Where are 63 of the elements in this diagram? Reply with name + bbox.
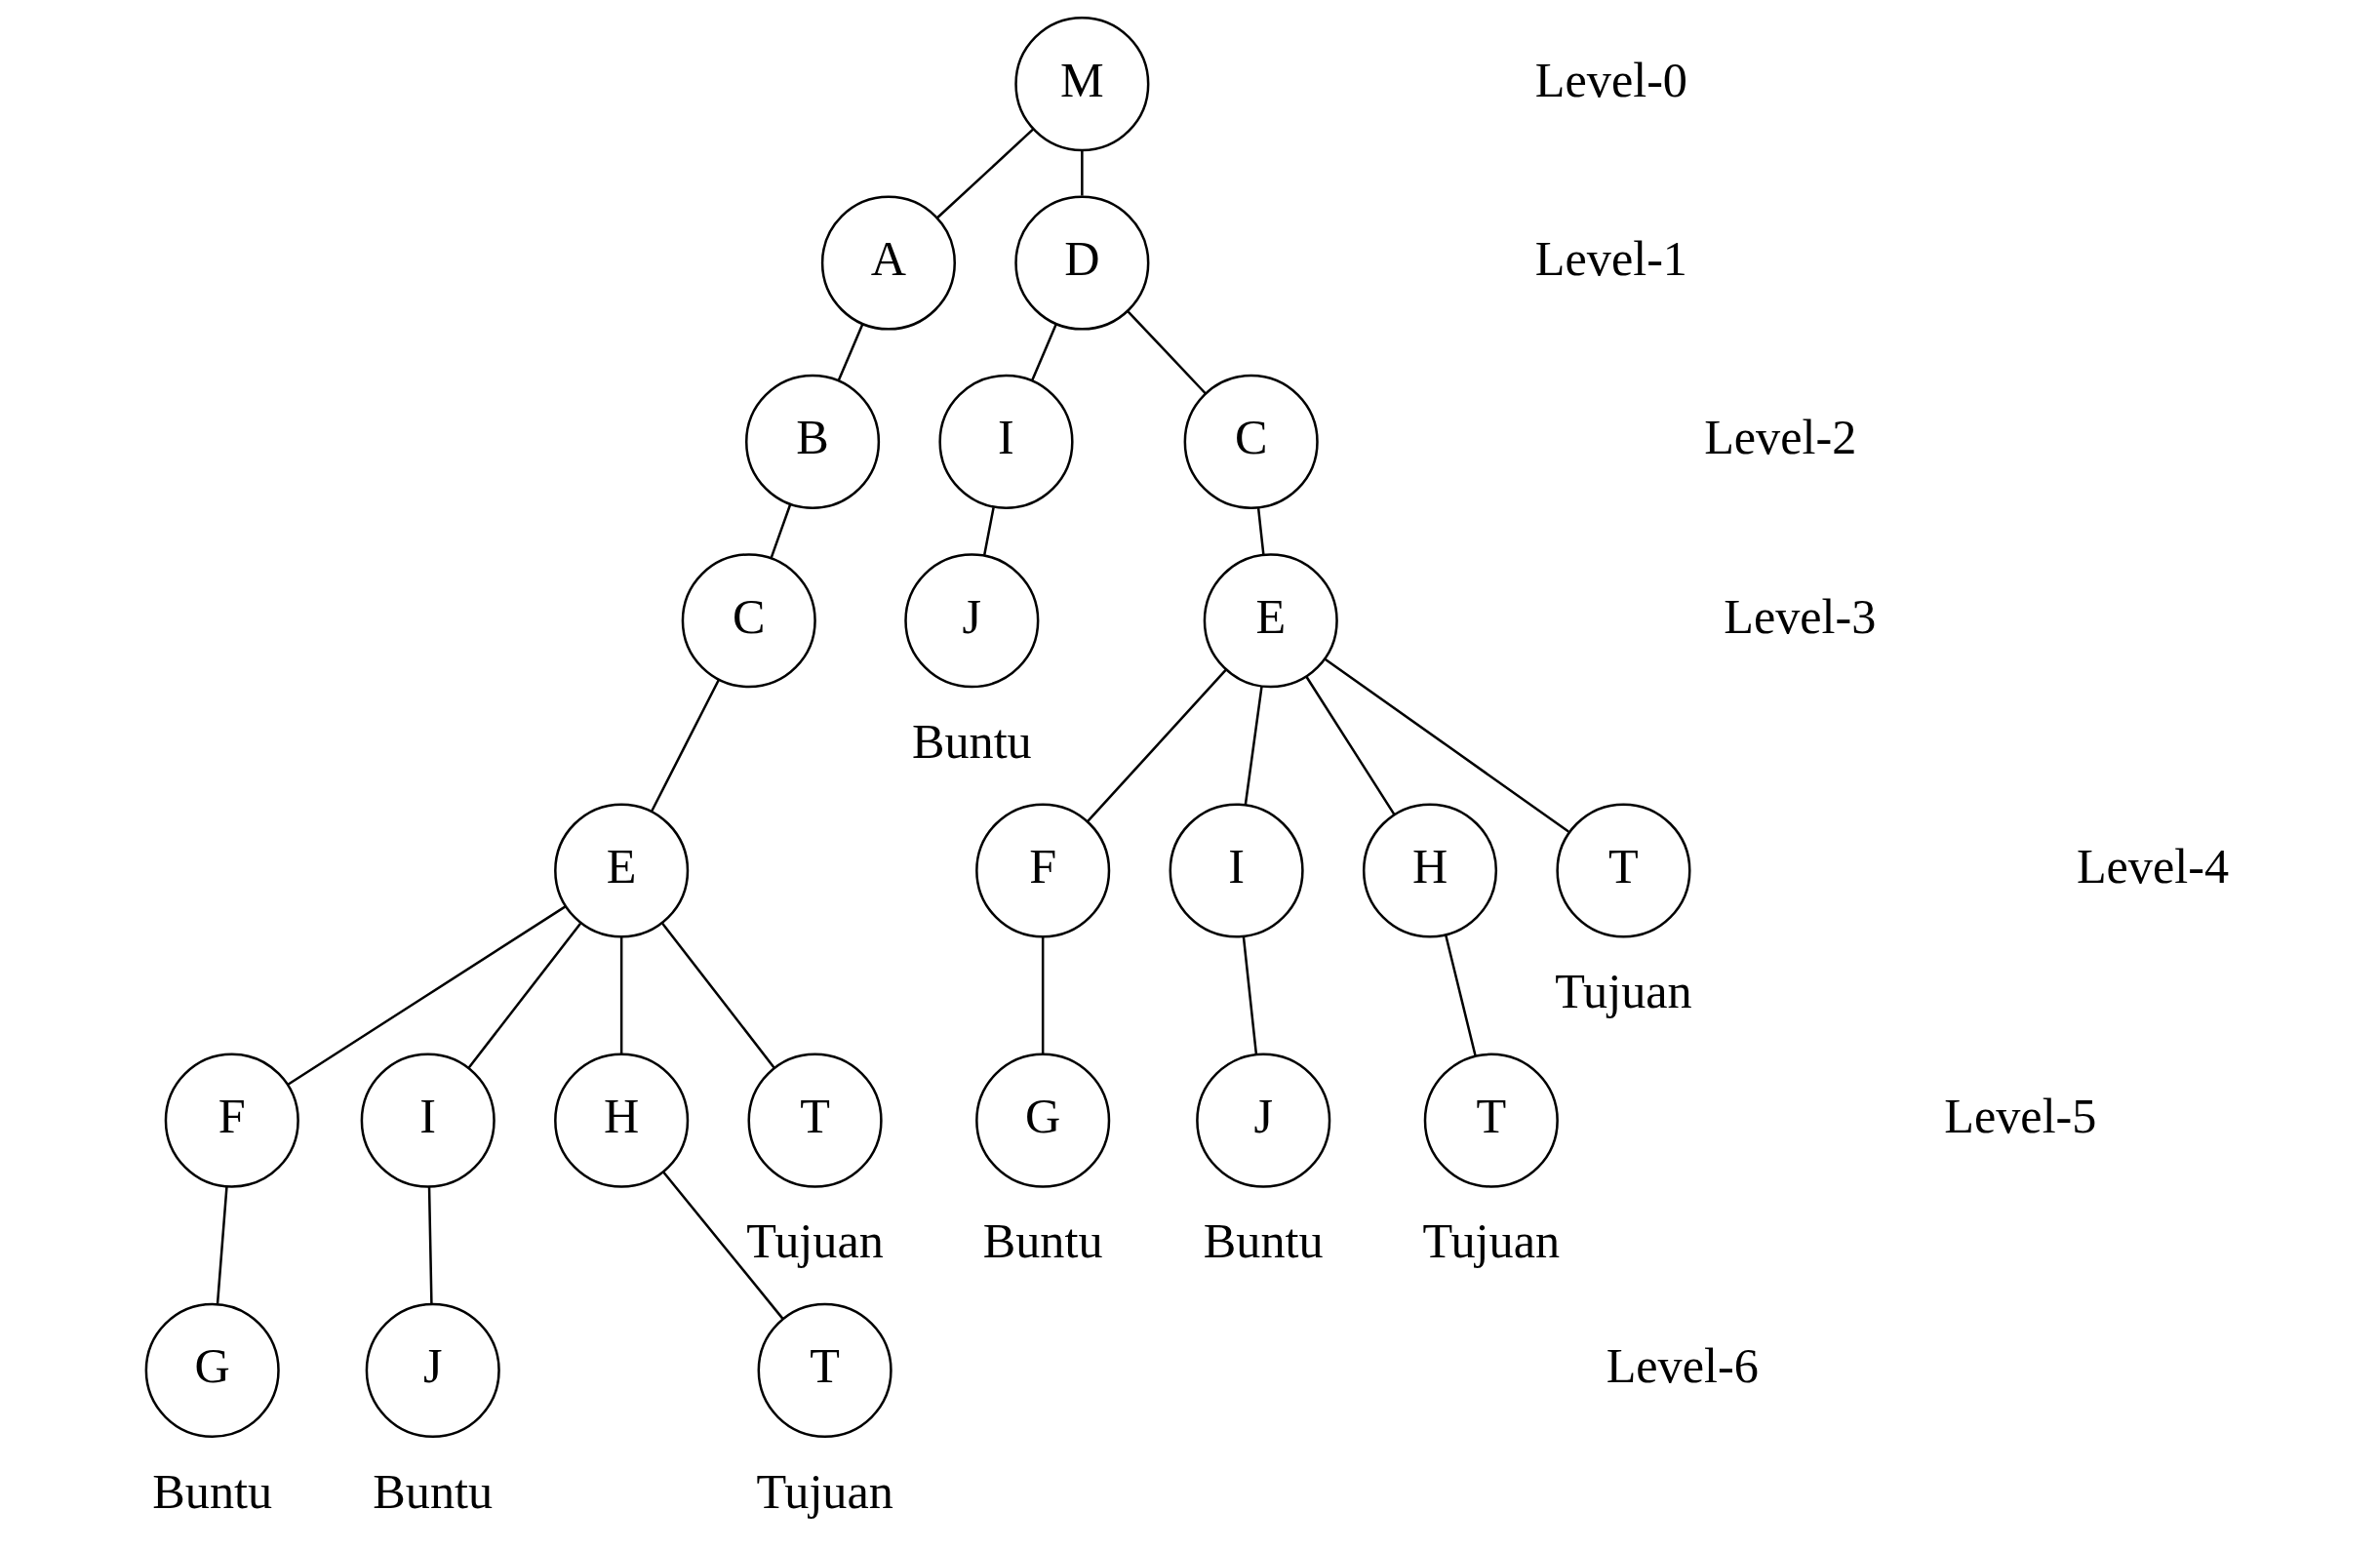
- connector: [1127, 310, 1207, 395]
- node-label: Tujuan: [755, 1463, 893, 1519]
- node-circle: I: [360, 1053, 496, 1188]
- connector: [650, 679, 720, 812]
- connector: [1256, 508, 1265, 555]
- node-circle: G: [144, 1302, 280, 1438]
- node-circle: J: [1195, 1053, 1330, 1188]
- node-circle: E: [553, 803, 689, 938]
- node-label: Buntu: [982, 1213, 1103, 1269]
- connector: [1324, 657, 1569, 833]
- connector: [216, 1186, 228, 1304]
- node-circle: A: [820, 195, 956, 331]
- node-circle: J: [365, 1302, 500, 1438]
- connector: [286, 905, 567, 1087]
- connector: [837, 324, 863, 381]
- label: Level-3: [1723, 588, 1876, 644]
- connector: [1041, 936, 1044, 1054]
- node-circle: I: [1169, 803, 1304, 938]
- connector: [660, 923, 775, 1069]
- connector: [1030, 324, 1057, 381]
- connector: [982, 506, 995, 556]
- node-circle: D: [1013, 195, 1149, 331]
- label: Level-6: [1606, 1338, 1759, 1394]
- label: Level-5: [1943, 1089, 2096, 1144]
- node-label: Buntu: [372, 1463, 493, 1519]
- label: Level-2: [1703, 410, 1856, 465]
- label: Level-0: [1534, 52, 1687, 107]
- node-circle: M: [1013, 17, 1149, 152]
- label: Level-1: [1534, 231, 1687, 287]
- connector: [619, 936, 622, 1054]
- connector: [467, 923, 581, 1069]
- connector: [661, 1171, 783, 1320]
- connector: [1242, 936, 1257, 1054]
- node-circle: H: [553, 1053, 689, 1188]
- node-label: Buntu: [911, 713, 1032, 769]
- node-label: Tujuan: [1422, 1213, 1560, 1269]
- node-circle: T: [747, 1053, 883, 1188]
- node-circle: C: [1183, 374, 1319, 509]
- connector: [770, 503, 791, 559]
- connector: [1244, 686, 1263, 805]
- node-circle: T: [757, 1302, 892, 1438]
- connector: [1086, 669, 1227, 822]
- connector: [1304, 676, 1396, 815]
- node-circle: B: [744, 374, 880, 509]
- connector: [427, 1186, 433, 1304]
- node-circle: C: [681, 553, 816, 689]
- node-circle: J: [903, 553, 1039, 689]
- connector: [1080, 150, 1084, 196]
- node-label: Buntu: [151, 1463, 272, 1519]
- node-circle: I: [937, 374, 1074, 509]
- label: Level-4: [2076, 839, 2229, 894]
- node-circle: T: [1423, 1053, 1559, 1188]
- connector: [935, 128, 1034, 219]
- node-circle: F: [164, 1053, 299, 1188]
- node-label: Buntu: [1203, 1213, 1324, 1269]
- node-circle: F: [974, 803, 1110, 938]
- connector: [1444, 934, 1477, 1056]
- node-label: Tujuan: [745, 1213, 884, 1269]
- node-label: Tujuan: [1554, 964, 1692, 1019]
- node-circle: H: [1362, 803, 1497, 938]
- node-circle: T: [1555, 803, 1691, 938]
- node-circle: E: [1203, 553, 1338, 689]
- node-circle: G: [974, 1053, 1110, 1188]
